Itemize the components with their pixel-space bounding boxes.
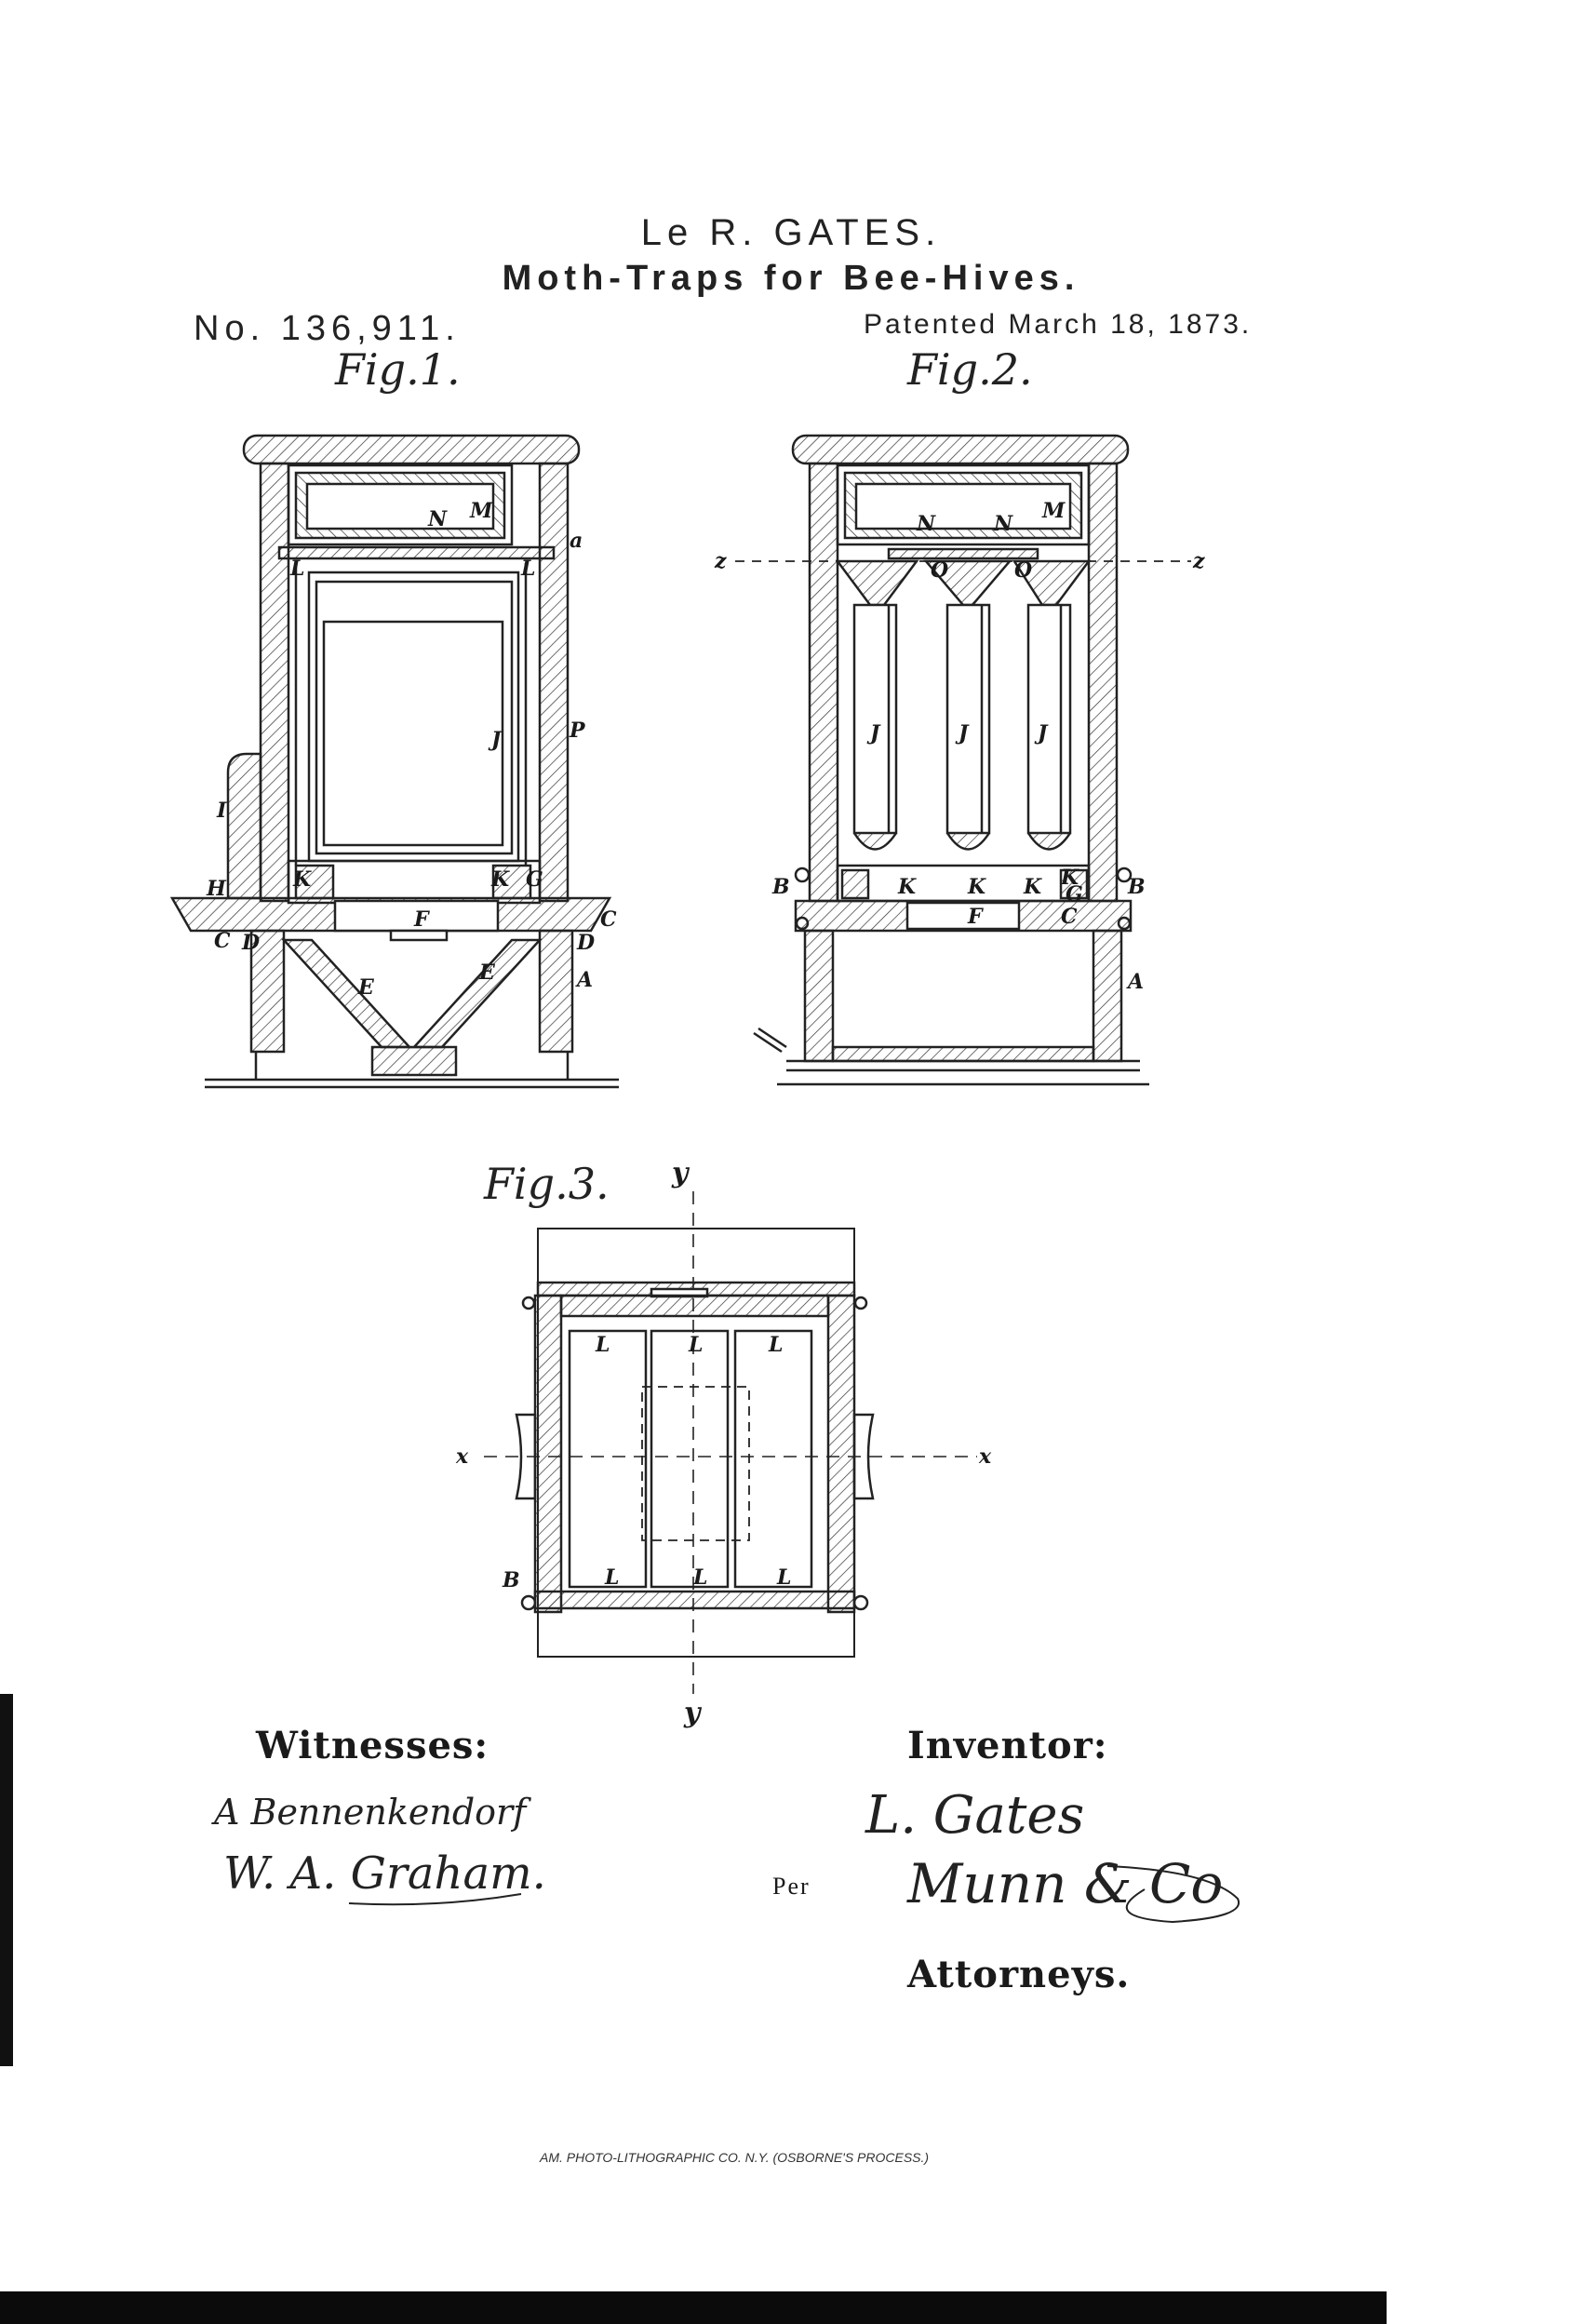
- witness-signature-1: A Bennenkendorf: [214, 1792, 527, 1833]
- fig1-letter-c-left: C: [214, 929, 231, 953]
- fig1-letter-d-left: D: [241, 931, 260, 955]
- fig3-label: Fig.3.: [484, 1159, 610, 1209]
- witnesses-heading: Witnesses:: [256, 1724, 489, 1767]
- inventor-heading: Inventor:: [907, 1724, 1108, 1767]
- binding-edge: [0, 1694, 13, 2066]
- fig1-letter-a-leg: A: [575, 968, 593, 992]
- patent-number: No. 136,911.: [194, 309, 461, 348]
- fig3-reference-letters: y L L L x x B L L L y: [455, 1157, 992, 1729]
- fig1-letter-k-left: K: [292, 867, 312, 892]
- fig2-letter-k-4: K: [1060, 866, 1079, 890]
- fig2-letter-g: G: [1066, 882, 1083, 907]
- fig3-letter-l-top-2: L: [688, 1333, 703, 1357]
- fig1-letter-j: J: [488, 728, 503, 752]
- patent-title: Moth-Traps for Bee-Hives.: [502, 259, 1080, 298]
- inventor-name: Le R. GATES.: [640, 212, 942, 253]
- fig1-letter-d-right: D: [576, 931, 595, 955]
- fig1-letter-e-right: E: [478, 960, 496, 985]
- fig3-letter-l-bottom-3: L: [776, 1565, 791, 1590]
- fig1-label: Fig.1.: [335, 344, 461, 395]
- fig2-letter-j-3: J: [1034, 721, 1049, 746]
- fig1-letter-l-left: L: [289, 557, 304, 581]
- fig2-letter-k-1: K: [897, 875, 917, 899]
- fig1-letter-i: I: [216, 799, 227, 823]
- attorney-flourish: [1106, 1865, 1240, 1924]
- fig2-letter-o-right: O: [1014, 558, 1032, 583]
- fig3-letter-l-top-1: L: [595, 1333, 610, 1357]
- fig3-letter-b: B: [502, 1568, 520, 1592]
- fig1-letter-k-right: K: [490, 867, 510, 892]
- fig2-letter-b-left: B: [771, 875, 790, 899]
- fig1-letter-n: N: [427, 507, 448, 531]
- fig1-letter-g: G: [526, 867, 543, 892]
- fig1-letter-h: H: [206, 877, 227, 901]
- attorneys-heading: Attorneys.: [907, 1953, 1131, 1996]
- fig2-letter-f: F: [967, 905, 984, 929]
- fig3-letter-x-right: x: [978, 1444, 992, 1469]
- fig1-letter-m: M: [469, 499, 493, 523]
- witness-signature-2: W. A. Graham.: [223, 1847, 546, 1900]
- fig2-reference-letters: N N M z z O O J J J B K K K K G B F C A: [714, 499, 1205, 994]
- fig1-letter-e-left: E: [357, 975, 375, 1000]
- fig2-letter-n-right: N: [993, 512, 1013, 536]
- fig1-letter-l-right: L: [520, 557, 535, 581]
- patent-date: Patented March 18, 1873.: [864, 309, 1253, 340]
- scan-band: [0, 2291, 1387, 2324]
- fig1-reference-letters: N M a L L J P I H K K G C C D F D E E A: [206, 499, 617, 1000]
- fig3-drawing: [484, 1191, 977, 1694]
- fig1-letter-c-right: C: [600, 907, 617, 932]
- fig2-letter-j-1: J: [866, 721, 881, 746]
- fig2-letter-o-left: O: [931, 558, 948, 583]
- attorney-signature: Munn & Co: [907, 1852, 1224, 1915]
- fig2-letter-b-right: B: [1127, 875, 1146, 899]
- fig2-letter-k-2: K: [967, 875, 986, 899]
- fig3-letter-y-bottom: y: [683, 1697, 703, 1729]
- fig2-label: Fig.2.: [907, 344, 1033, 395]
- fig3-letter-x-left: x: [455, 1444, 469, 1469]
- inventor-signature: L. Gates: [865, 1785, 1085, 1846]
- fig1-letter-a: a: [570, 529, 583, 553]
- fig2-letter-m: M: [1041, 499, 1066, 523]
- fig1-letter-p: P: [569, 719, 586, 743]
- fig2-letter-j-2: J: [955, 721, 970, 746]
- fig2-letter-z-left: z: [714, 549, 727, 573]
- witness-underline: [348, 1893, 522, 1906]
- fig2-letter-k-3: K: [1023, 875, 1042, 899]
- fig3-letter-l-bottom-1: L: [604, 1565, 619, 1590]
- fig1-drawing: [169, 434, 619, 1089]
- fig3-letter-l-bottom-2: L: [692, 1565, 707, 1590]
- fig1-letter-f: F: [413, 907, 430, 932]
- per-label: Per: [772, 1873, 811, 1900]
- fig2-letter-c: C: [1061, 905, 1078, 929]
- lithographer-credit: AM. PHOTO-LITHOGRAPHIC CO. N.Y. (OSBORNE…: [540, 2150, 930, 2165]
- fig3-letter-y-top: y: [671, 1157, 690, 1189]
- fig2-letter-n-left: N: [916, 512, 936, 536]
- fig2-drawing: [735, 434, 1191, 1086]
- fig2-letter-z-right: z: [1192, 549, 1205, 573]
- fig3-letter-l-top-3: L: [768, 1333, 783, 1357]
- fig2-letter-a: A: [1126, 970, 1144, 994]
